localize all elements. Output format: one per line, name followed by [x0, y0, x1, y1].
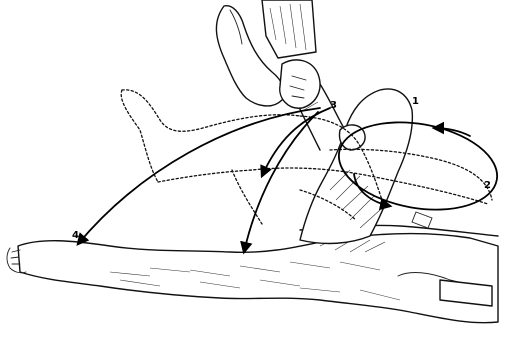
lying-leg — [7, 234, 498, 323]
motion-arrows — [78, 108, 504, 252]
label-2: 2 — [484, 180, 491, 191]
label-3: 3 — [330, 100, 337, 111]
label-4: 4 — [72, 230, 79, 241]
raised-leg — [292, 82, 412, 243]
label-1: 1 — [412, 96, 419, 107]
